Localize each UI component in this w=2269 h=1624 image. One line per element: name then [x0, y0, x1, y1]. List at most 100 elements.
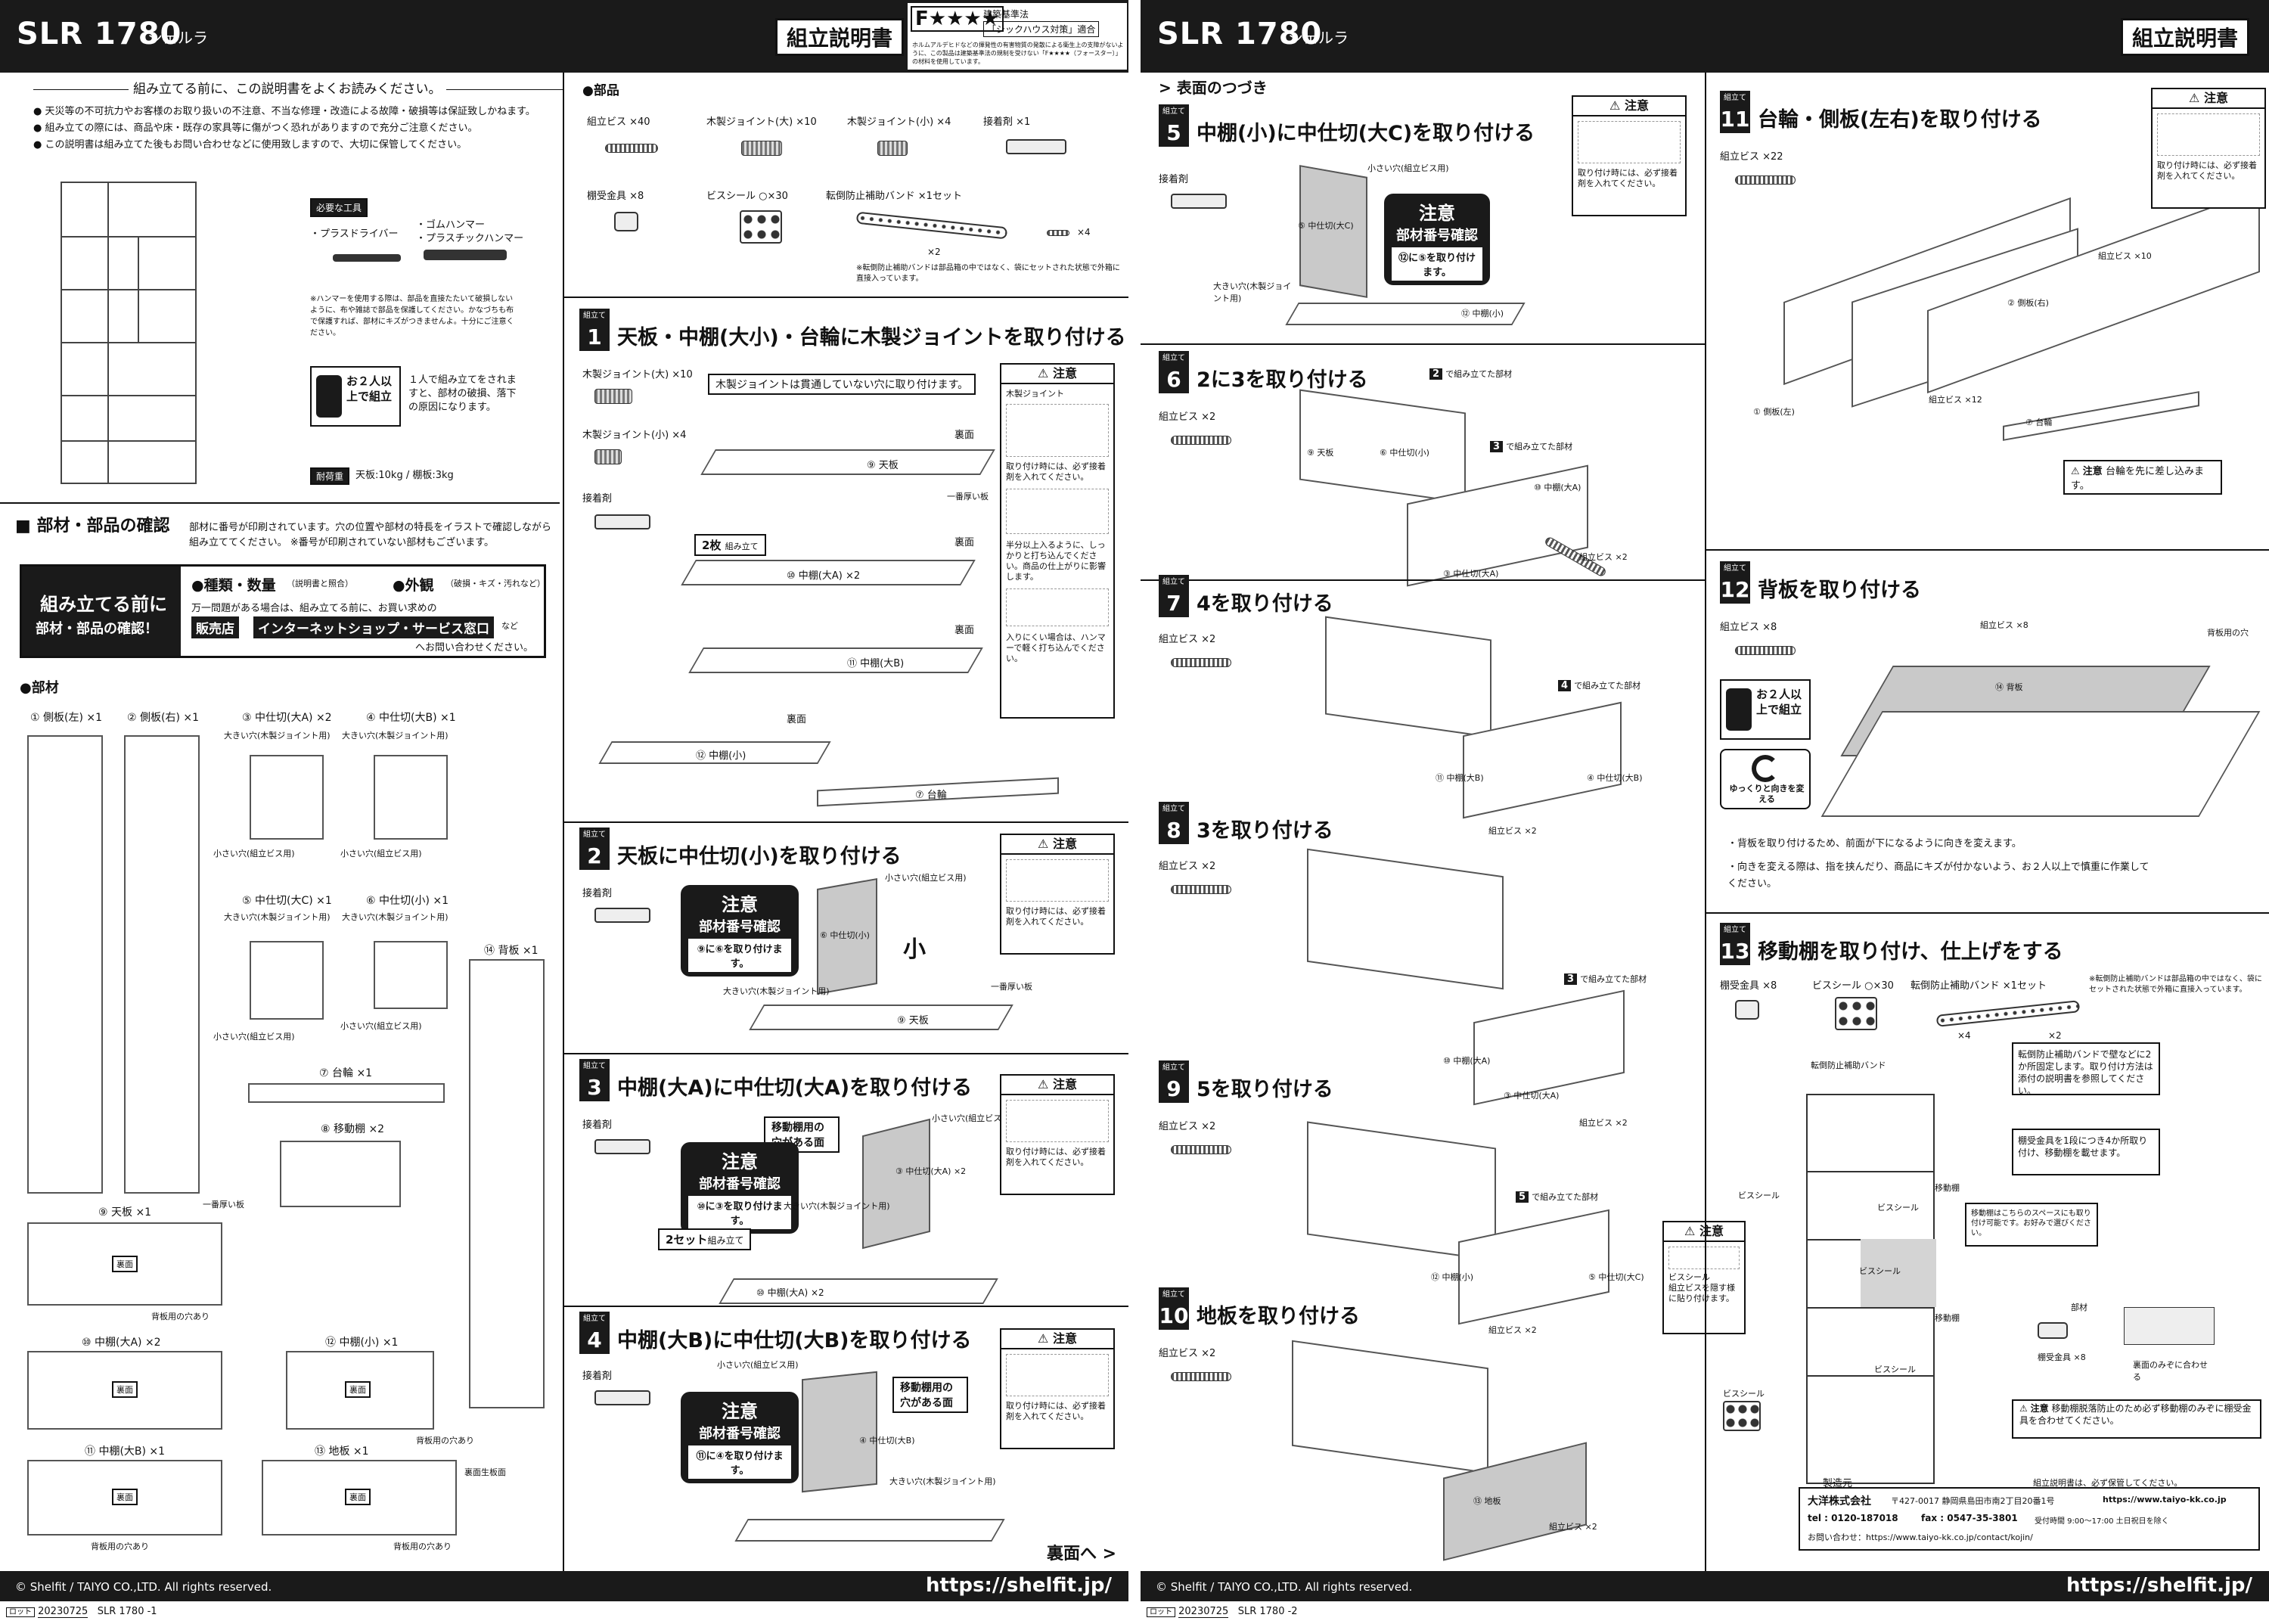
chui: 注意: [1419, 203, 1455, 224]
tool-plastic-hammer: ・プラスチックハンマー: [416, 233, 524, 244]
step-number: 11: [1720, 106, 1750, 133]
maker-web[interactable]: https://www.taiyo-kk.co.jp: [2103, 1495, 2227, 1504]
caution-title: 注意: [2082, 466, 2103, 477]
glue-icon: [1171, 194, 1227, 209]
hole-label: 大きい穴(木製ジョイント用): [1213, 281, 1292, 303]
maker-name: 大洋株式会社: [1808, 1495, 1871, 1508]
caution-text: 取り付け時には、必ず接着剤を入れてください。: [1578, 168, 1678, 188]
step-tag: 組立て: [1159, 351, 1189, 366]
divider: [1141, 579, 1705, 581]
move-label: 移動棚: [1935, 1183, 1960, 1193]
board-label: ⑫ 中棚(小): [696, 750, 747, 762]
thick-label: 一番厚い板: [203, 1200, 244, 1209]
part-label: ⑪ 中棚(大B): [1436, 773, 1484, 783]
screw-label: 組立ビス ×8: [1720, 622, 1777, 633]
footer-url[interactable]: https://shelfit.jp/: [926, 1574, 1112, 1597]
dowel-large-icon: [741, 141, 782, 156]
hole-label: 大きい穴(木製ジョイント用): [342, 912, 449, 922]
screw-icon: [1171, 1145, 1231, 1154]
bango: 部材番号確認: [699, 919, 781, 935]
plinth-note: ⚠ 注意 台輪を先に差し込みます。: [2063, 460, 2222, 495]
maker-contact[interactable]: お問い合わせ：https://www.taiyo-kk.co.jp/contac…: [1808, 1532, 2033, 1542]
done-text: で組み立てた部材: [1445, 369, 1513, 379]
s1-dowel-large: 木製ジョイント(大) ×10: [582, 369, 693, 380]
hole-label: 大きい穴(木製ジョイント用): [784, 1201, 890, 1211]
check-text: ⑨に⑥を取り付けます。: [688, 939, 791, 972]
partition-c: [1299, 165, 1367, 298]
part-label: ⑨ 天板: [1307, 448, 1334, 458]
dowel-small-icon: [594, 449, 622, 464]
part-label: ⑤ 中仕切(大C) ×1: [242, 895, 332, 907]
f4-law: 建築基準法: [983, 9, 1029, 20]
header-bar: SLR 1780 シェルラ 組立説明書 F★★★★ 建築基準法 「シックハウス対…: [0, 0, 1128, 73]
glue-icon: [594, 514, 650, 529]
step-tag: 組立て: [1159, 575, 1189, 590]
seal-label: ビスシール: [1723, 1389, 1765, 1399]
hw-screw: 組立ビス ×40: [587, 116, 650, 128]
board-label: ⑫ 中棚(小): [1461, 309, 1504, 318]
part-plinth: [248, 1083, 445, 1103]
zaibu-label: 部材: [2071, 1303, 2087, 1312]
part-label: ③ 中仕切(大A): [1504, 1091, 1560, 1101]
done-label: 3 で組み立てた部材: [1490, 440, 1572, 452]
maker-fax: fax : 0547-35-3801: [1921, 1513, 2018, 1523]
glue-label: 接着剤: [1159, 174, 1189, 185]
hw-dowel-small: 木製ジョイント(小) ×4: [847, 116, 951, 128]
screw-x4: ×4: [1957, 1030, 1971, 1041]
hammer-dowel-illustration: [1006, 489, 1109, 534]
kind-label: ●種類・数量: [191, 577, 276, 594]
step-tag: 組立て: [1720, 91, 1750, 106]
two-sheets-label: 2枚 組み立て: [694, 534, 766, 556]
step-tag: 組立て: [579, 828, 610, 843]
dowel-small-icon: [877, 141, 908, 156]
band-note: ※転倒防止補助バンドは部品箱の中ではなく、袋にセットされた状態で外箱に直接入って…: [856, 264, 1120, 283]
s1-caution: ⚠ 注意 木製ジョイント 取り付け時には、必ず接着剤を入れてください。 半分以上…: [1000, 363, 1115, 719]
people-icon: [1726, 688, 1752, 731]
hw-bracket: 棚受金具 ×8: [587, 191, 644, 202]
hardware-title: ●部品: [582, 83, 619, 98]
seal-label: ビスシール: [1859, 1266, 1901, 1276]
s9-caution: ⚠ 注意 ビスシール組立ビスを隠す様に貼り付けます。: [1662, 1221, 1746, 1334]
caution-hard: 入りにくい場合は、ハンマーで軽く打ち込んでください。: [1006, 632, 1106, 663]
caution-half: 半分以上入るように、しっかりと打ち込んでください。商品の仕上がりに影響します。: [1006, 540, 1106, 582]
partition-a: [862, 1118, 930, 1250]
two-people-badge: お２人以上で組立: [1720, 679, 1811, 740]
seal-note: 組立ビスを隠す様に貼り付けます。: [1668, 1283, 1735, 1303]
groove-illustration: [2124, 1307, 2215, 1345]
f4-note: ホルムアルデヒドなどの揮発性の有害物質の発散による衛生上の支障がないように、この…: [912, 42, 1124, 65]
glue-illustration: [1006, 1100, 1109, 1142]
step-title: 移動棚を取り付け、仕上げをする: [1758, 940, 2063, 964]
contact-text: へお問い合わせください。: [415, 642, 534, 654]
caution-text: 取り付け時には、必ず接着剤を入れてください。: [1006, 906, 1106, 927]
band-note: ※転倒防止補助バンドは部品箱の中ではなく、袋にセットされた状態で外箱に直接入って…: [2089, 975, 2262, 994]
done-text: で組み立てた部材: [1506, 442, 1573, 452]
two-people-note: １人で組み立てをされますと、部材の破損、落下の原因になります。: [408, 374, 517, 413]
step-number: 9: [1159, 1076, 1189, 1103]
step-title: 背板を取り付ける: [1758, 579, 1921, 602]
hole-label: 小さい穴(組立ビス用): [717, 1360, 799, 1370]
hw-dowel-large: 木製ジョイント(大) ×10: [706, 116, 817, 128]
box-line1: 組み立てる前に: [40, 594, 167, 615]
manual-title: 組立説明書: [775, 18, 905, 56]
dowel-large-icon: [594, 389, 632, 404]
ura-label: 裏面: [345, 1489, 371, 1505]
part-label: ④ 中仕切(大B): [1587, 773, 1643, 783]
footer-url[interactable]: https://shelfit.jp/: [2066, 1574, 2252, 1597]
bango: 部材番号確認: [1396, 228, 1478, 244]
hole-label: 小さい穴(組立ビス用): [1367, 163, 1449, 173]
part-side-left: [27, 735, 103, 1194]
part-label: ⑪ 中棚(大B) ×1: [85, 1445, 166, 1458]
step-title: 2に3を取り付ける: [1197, 368, 1368, 392]
lot-info: ロット 20230725 SLR 1780 -1: [6, 1605, 157, 1618]
step-title: 5を取り付ける: [1197, 1078, 1333, 1101]
tools-title: 必要な工具: [310, 198, 368, 217]
bracket-count: 棚受金具 ×8: [2038, 1352, 2086, 1362]
side-right-panel: [1927, 188, 2260, 394]
back-side-link[interactable]: 裏面へ >: [1047, 1545, 1117, 1563]
step-tag: 組立て: [1720, 923, 1750, 938]
product-name: シェルラ: [1288, 29, 1349, 47]
part-label: ② 側板(右) ×1: [127, 712, 200, 724]
seal-label: ビスシール: [1668, 1272, 1710, 1282]
lot-code: 20230725: [1178, 1606, 1229, 1618]
warning-icon: ⚠: [1684, 1224, 1696, 1238]
